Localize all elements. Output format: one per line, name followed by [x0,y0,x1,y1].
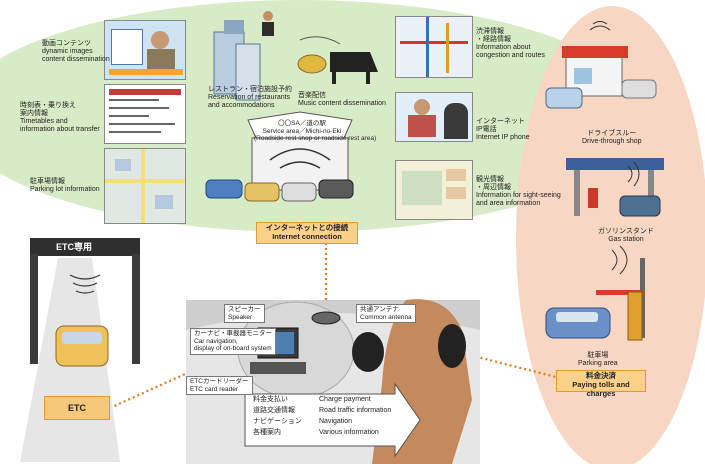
congestion-map-thumbnail [395,16,473,78]
connection-lines [109,243,561,410]
sightseeing-map-thumbnail [395,160,473,220]
timetable-thumbnail [104,84,186,144]
city-buildings-illustration [213,11,274,101]
drive-through-illustration [545,21,657,109]
etc-car [55,325,109,367]
etc-gate-label: ETC専用 [56,242,93,252]
roadside-zone [516,6,705,464]
parking-area-illustration [545,245,645,341]
ip-phone-thumbnail [395,92,473,142]
gas-station-illustration [566,158,664,217]
services-arrow [244,382,421,458]
service-area-building [205,111,354,202]
music-illustration [297,36,378,84]
etc-tag: ETC [44,396,110,420]
services-jp: 料金支払い道路交通情報ナビゲーション各種案内 [253,396,302,436]
parking-map-thumbnail [104,148,186,224]
video-content-thumbnail [104,20,186,80]
etc-gate [20,238,140,462]
